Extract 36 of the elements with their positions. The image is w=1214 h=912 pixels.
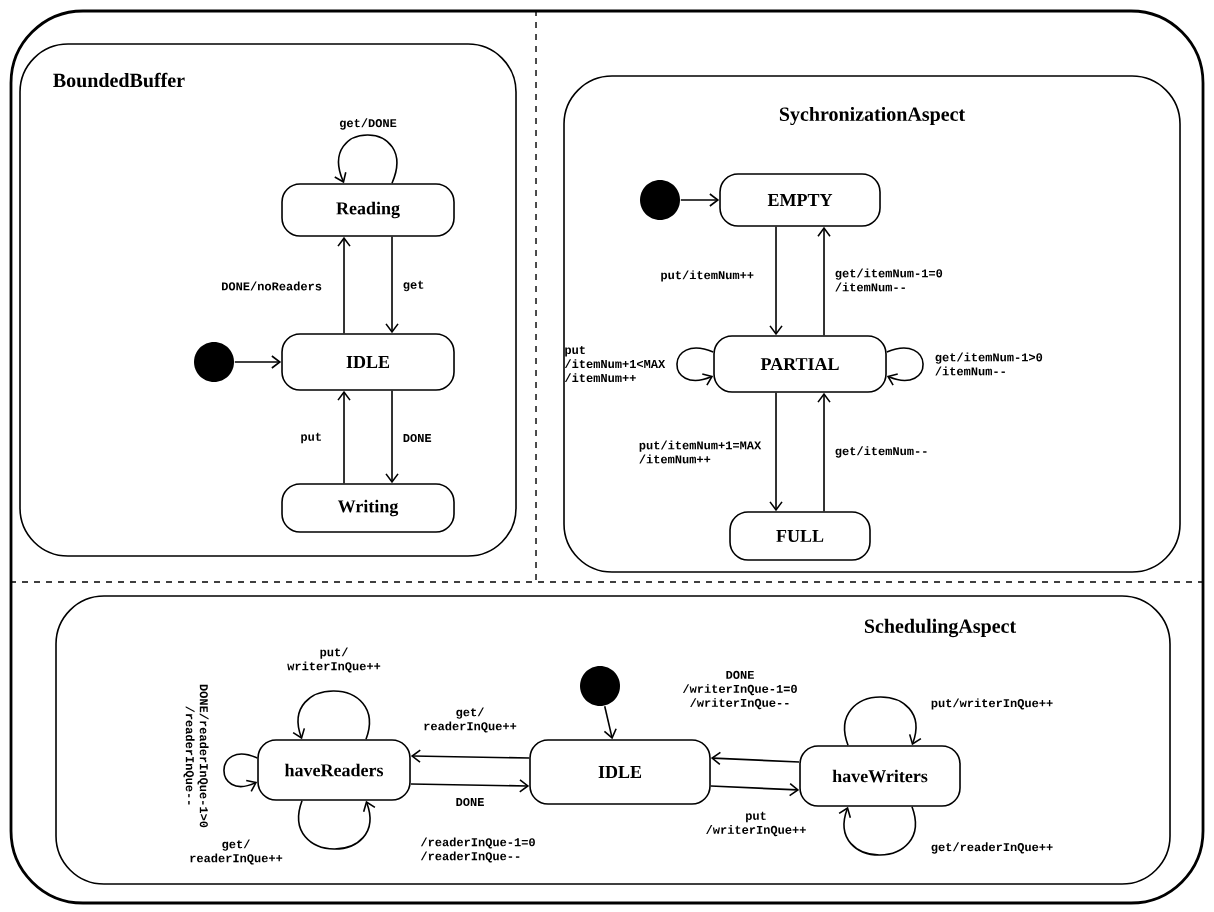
state-box: IDLE [529,739,711,805]
transition-arrow [234,355,282,369]
transition-arrow [292,690,371,740]
transition-arrow [410,779,530,793]
transition-arrow [333,134,398,184]
transition-arrow [838,806,917,856]
transition-arrow [337,390,351,484]
initial-state-dot [194,342,234,382]
transition-arrow [603,705,617,740]
transition-arrow [710,751,800,766]
transition-arrow [710,782,800,797]
transition-arrow [817,226,831,336]
transition-arrow [410,749,530,763]
state-box: haveWriters [799,745,961,807]
transition-arrow [223,753,258,793]
state-box: Writing [281,483,455,533]
transition-arrow [843,696,922,746]
transition-arrow [385,390,399,484]
state-box: EMPTY [719,173,881,227]
initial-state-dot [580,666,620,706]
initial-state-dot [640,180,680,220]
transition-arrow [676,347,714,386]
transition-arrow [337,236,351,334]
state-box: FULL [729,511,871,561]
transition-arrow [769,392,783,512]
transition-arrow [297,800,376,850]
outer-frame [9,9,1205,905]
state-box: IDLE [281,333,455,391]
transition-arrow [680,193,720,207]
state-box: haveReaders [257,739,411,801]
transition-arrow [385,236,399,334]
transition-arrow [769,226,783,336]
transition-arrow [817,392,831,512]
transition-arrow [886,347,924,386]
state-box: PARTIAL [713,335,887,393]
state-box: Reading [281,183,455,237]
